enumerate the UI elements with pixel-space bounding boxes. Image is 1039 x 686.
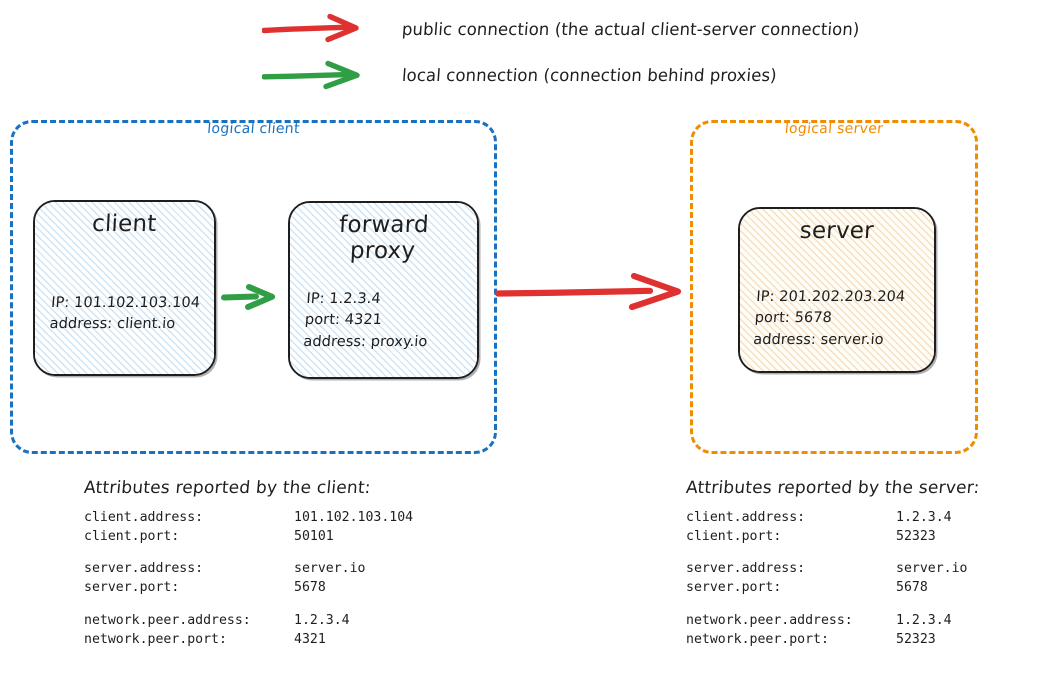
node-proxy-title: forward proxy bbox=[290, 203, 477, 265]
attributes-reported-by-client: Attributes reported by the client: clien… bbox=[83, 478, 413, 649]
attr-value: 1.2.3.4 bbox=[294, 612, 350, 628]
table-row: network.peer.port: 52323 bbox=[686, 631, 980, 650]
attributes-server-group-network: network.peer.address: 1.2.3.4 network.pe… bbox=[686, 612, 980, 649]
attr-key: network.peer.port: bbox=[84, 631, 227, 647]
node-server-port: port: 5678 bbox=[754, 310, 833, 327]
node-proxy-port: port: 4321 bbox=[304, 312, 383, 329]
green-arrow-icon bbox=[262, 60, 360, 90]
attr-value: 5678 bbox=[896, 580, 928, 596]
attributes-server-table: client.address: 1.2.3.4 client.port: 523… bbox=[686, 509, 980, 649]
node-proxy-title-line2: proxy bbox=[349, 237, 416, 264]
table-row: server.port: 5678 bbox=[84, 579, 413, 598]
attr-key: client.port: bbox=[686, 528, 782, 544]
legend-label-local-connection: local connection (connection behind prox… bbox=[401, 65, 778, 85]
attributes-client-heading: Attributes reported by the client: bbox=[83, 478, 372, 498]
attr-value: 52323 bbox=[896, 631, 936, 647]
attr-key: server.address: bbox=[84, 561, 204, 577]
table-row: client.address: 101.102.103.104 bbox=[84, 509, 413, 528]
legend-item-local-connection: local connection (connection behind prox… bbox=[262, 60, 777, 90]
logical-server-label: logical server bbox=[784, 121, 884, 137]
attr-value: 50101 bbox=[294, 528, 334, 544]
table-row: client.port: 52323 bbox=[686, 528, 980, 547]
attributes-client-group-server: server.address: server.io server.port: 5… bbox=[84, 560, 413, 597]
table-row: network.peer.address: 1.2.3.4 bbox=[686, 612, 980, 631]
logical-client-label: logical client bbox=[206, 121, 301, 137]
attr-key: server.port: bbox=[686, 580, 782, 596]
node-client[interactable]: client IP: 101.102.103.104 address: clie… bbox=[33, 200, 216, 376]
node-server[interactable]: server IP: 201.202.203.204 port: 5678 ad… bbox=[738, 207, 936, 373]
attr-key: client.address: bbox=[84, 510, 204, 525]
client-hatch-fill bbox=[35, 202, 214, 374]
attributes-client-table: client.address: 101.102.103.104 client.p… bbox=[84, 509, 413, 649]
attr-key: client.address: bbox=[686, 510, 806, 525]
node-client-address: address: client.io bbox=[49, 316, 176, 333]
attributes-server-group-server: server.address: server.io server.port: 5… bbox=[686, 560, 980, 597]
attr-value: 4321 bbox=[294, 631, 326, 647]
logical-client-container: logical client bbox=[10, 120, 497, 454]
node-proxy-title-line1: forward bbox=[338, 212, 430, 238]
node-client-details: IP: 101.102.103.104 address: client.io bbox=[35, 293, 214, 374]
attr-value: 101.102.103.104 bbox=[294, 510, 414, 525]
node-client-title: client bbox=[91, 211, 158, 237]
attributes-server-heading: Attributes reported by the server: bbox=[685, 478, 981, 498]
proxy-hatch-fill bbox=[290, 203, 477, 377]
node-server-ip: IP: 201.202.203.204 bbox=[755, 288, 906, 305]
legend-item-public-connection: public connection (the actual client-ser… bbox=[262, 14, 861, 44]
table-row: server.address: server.io bbox=[84, 560, 413, 579]
node-proxy-details: IP: 1.2.3.4 port: 4321 address: proxy.io bbox=[290, 289, 477, 377]
table-row: network.peer.port: 4321 bbox=[84, 631, 413, 650]
attr-key: network.peer.address: bbox=[686, 612, 853, 628]
attr-key: client.port: bbox=[84, 528, 180, 544]
table-row: server.address: server.io bbox=[686, 560, 980, 579]
node-proxy-ip: IP: 1.2.3.4 bbox=[305, 290, 382, 307]
table-row: client.address: 1.2.3.4 bbox=[686, 509, 980, 528]
attr-key: server.address: bbox=[686, 561, 806, 577]
node-proxy-address: address: proxy.io bbox=[302, 333, 428, 350]
node-client-ip: IP: 101.102.103.104 bbox=[50, 295, 201, 312]
attributes-client-group-client: client.address: 101.102.103.104 client.p… bbox=[84, 509, 413, 546]
legend-label-public-connection: public connection (the actual client-ser… bbox=[401, 19, 861, 39]
logical-server-container: logical server bbox=[690, 120, 978, 454]
attributes-reported-by-server: Attributes reported by the server: clien… bbox=[685, 478, 981, 649]
table-row: server.port: 5678 bbox=[686, 579, 980, 598]
attr-value: 5678 bbox=[294, 580, 326, 596]
red-arrow-icon bbox=[494, 272, 682, 311]
table-row: network.peer.address: 1.2.3.4 bbox=[84, 612, 413, 631]
attr-key: server.port: bbox=[84, 580, 180, 596]
node-server-address: address: server.io bbox=[752, 331, 885, 348]
node-server-details: IP: 201.202.203.204 port: 5678 address: … bbox=[740, 287, 934, 371]
red-arrow-icon bbox=[262, 14, 359, 43]
attr-key: network.peer.port: bbox=[686, 631, 829, 647]
legend: public connection (the actual client-ser… bbox=[0, 0, 1039, 100]
attr-value: server.io bbox=[896, 561, 968, 577]
table-row: client.port: 50101 bbox=[84, 528, 413, 547]
attr-value: 52323 bbox=[896, 528, 936, 544]
node-forward-proxy[interactable]: forward proxy IP: 1.2.3.4 port: 4321 add… bbox=[288, 201, 479, 379]
attr-key: network.peer.address: bbox=[84, 612, 251, 628]
server-hatch-fill bbox=[740, 209, 934, 371]
attributes-client-group-network: network.peer.address: 1.2.3.4 network.pe… bbox=[84, 612, 413, 649]
attr-value: 1.2.3.4 bbox=[896, 510, 952, 525]
attr-value: 1.2.3.4 bbox=[896, 612, 952, 628]
node-server-title: server bbox=[799, 218, 875, 244]
attributes-server-group-client: client.address: 1.2.3.4 client.port: 523… bbox=[686, 509, 980, 546]
attr-value: server.io bbox=[294, 561, 366, 577]
